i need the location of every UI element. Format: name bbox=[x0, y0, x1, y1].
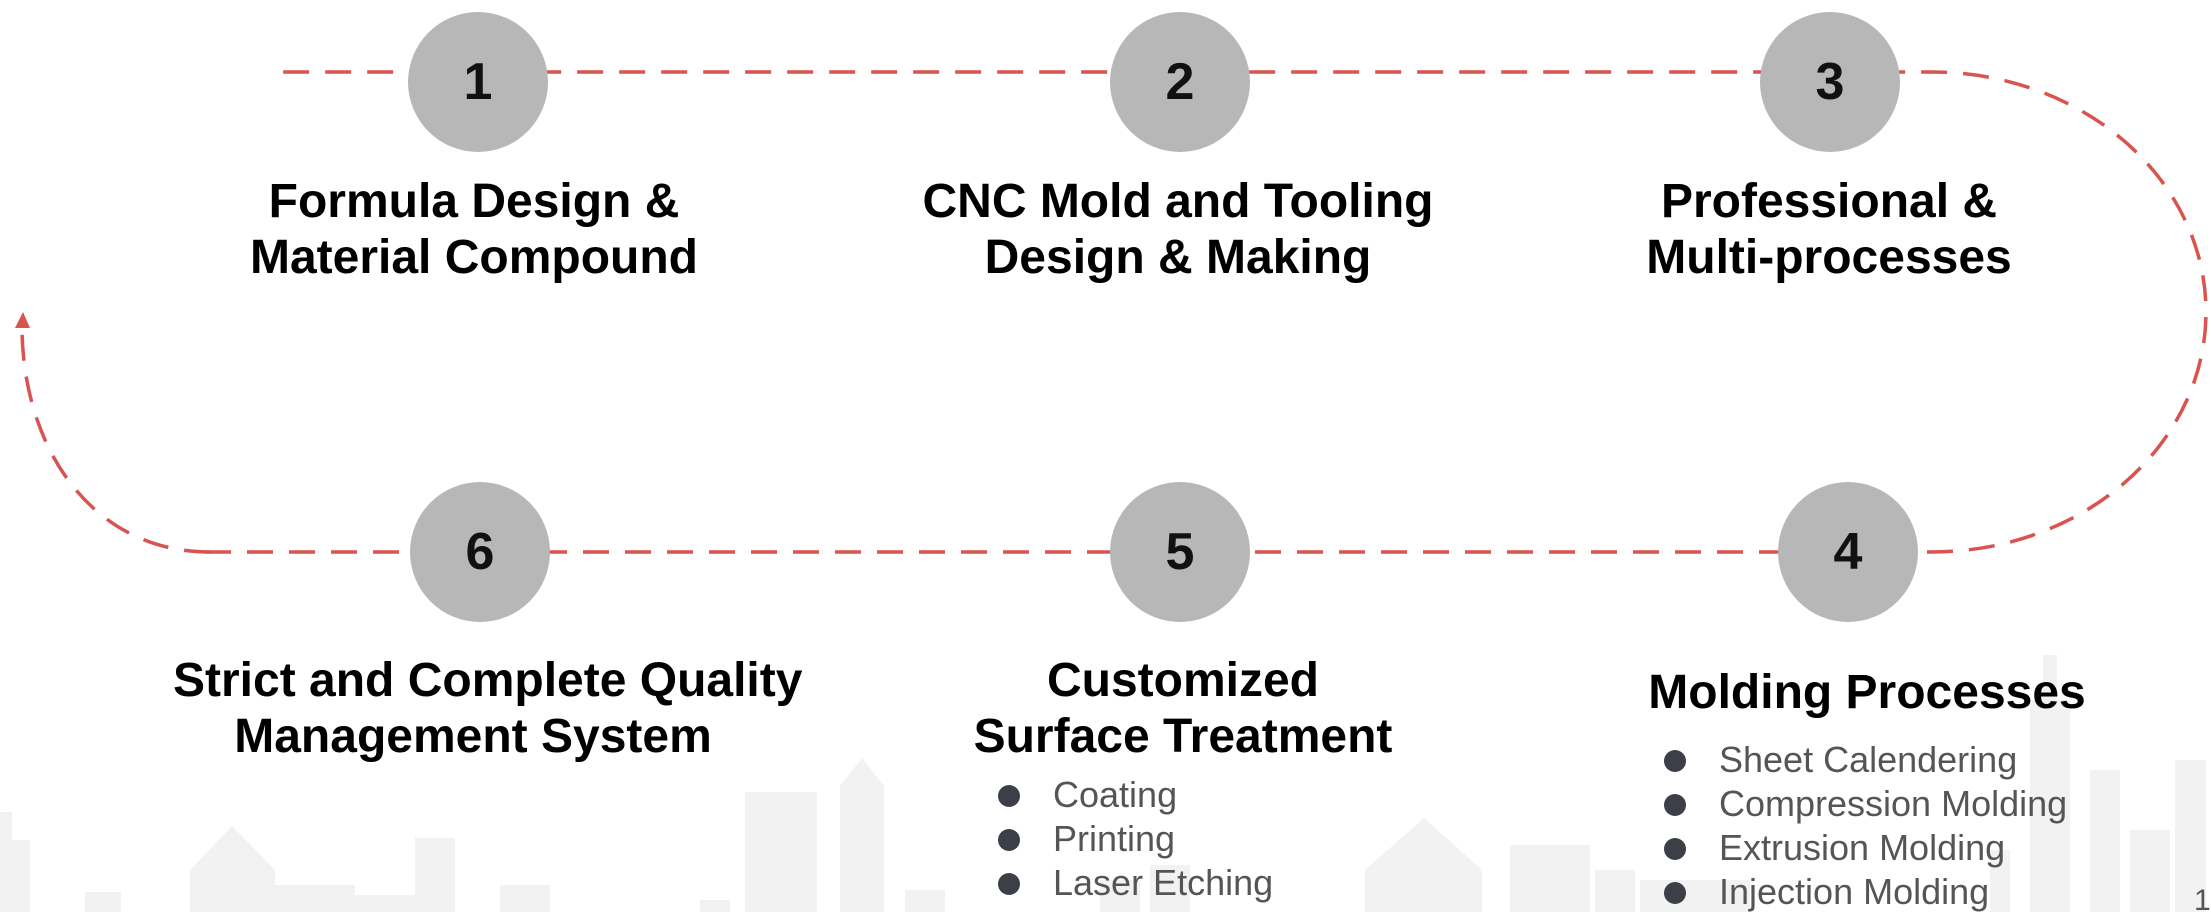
step-2-number: 2 bbox=[1165, 53, 1195, 111]
list-item: Sheet Calendering bbox=[1664, 738, 2067, 782]
step-4-number: 4 bbox=[1833, 523, 1863, 581]
step-1-title: Formula Design & Material Compound bbox=[174, 174, 774, 286]
step-1-number: 1 bbox=[463, 53, 493, 111]
list-item: Printing bbox=[998, 817, 1273, 861]
step-3-number: 3 bbox=[1815, 53, 1845, 111]
step-1-title-line: Formula Design & bbox=[268, 175, 680, 228]
step-5-bullet-list: Coating Printing Laser Etching bbox=[998, 773, 1273, 905]
step-6-title-line: Management System bbox=[234, 710, 712, 763]
skyline-background bbox=[0, 655, 2206, 912]
step-3-circle: 3 bbox=[1760, 12, 1900, 152]
step-2-circle: 2 bbox=[1110, 12, 1250, 152]
step-4-title-line: Molding Processes bbox=[1648, 666, 2086, 719]
step-4-title: Molding Processes bbox=[1567, 665, 2167, 721]
step-6-number: 6 bbox=[465, 523, 495, 581]
step-3-title: Professional & Multi-processes bbox=[1529, 174, 2129, 286]
step-5-circle: 5 bbox=[1110, 482, 1250, 622]
page-number: 1 bbox=[2194, 884, 2211, 917]
step-1-title-line: Material Compound bbox=[249, 231, 698, 284]
step-4-bullet-list: Sheet Calendering Compression Molding Ex… bbox=[1664, 738, 2067, 914]
list-item: Extrusion Molding bbox=[1664, 826, 2067, 870]
list-item: Injection Molding bbox=[1664, 870, 2067, 914]
step-2-title-line: Design & Making bbox=[984, 231, 1372, 284]
list-item: Laser Etching bbox=[998, 861, 1273, 905]
step-1-circle: 1 bbox=[408, 12, 548, 152]
list-item: Coating bbox=[998, 773, 1273, 817]
step-2-title-line: CNC Mold and Tooling bbox=[922, 175, 1434, 228]
arrowhead bbox=[15, 312, 30, 328]
step-5-title-line: Surface Treatment bbox=[973, 710, 1393, 763]
step-6-title-line: Strict and Complete Quality bbox=[173, 654, 803, 707]
process-flow-path bbox=[205, 70, 2208, 554]
step-6-title: Strict and Complete Quality Management S… bbox=[173, 653, 803, 765]
step-5-title-line: Customized bbox=[1046, 654, 1319, 707]
process-return-path bbox=[20, 319, 211, 554]
step-3-title-line: Professional & bbox=[1660, 175, 1998, 228]
step-2-title: CNC Mold and Tooling Design & Making bbox=[878, 174, 1478, 286]
step-5-number: 5 bbox=[1165, 523, 1195, 581]
list-item: Compression Molding bbox=[1664, 782, 2067, 826]
step-3-title-line: Multi-processes bbox=[1646, 231, 2012, 284]
step-5-title: Customized Surface Treatment bbox=[883, 653, 1483, 765]
step-4-circle: 4 bbox=[1778, 482, 1918, 622]
step-6-circle: 6 bbox=[410, 482, 550, 622]
